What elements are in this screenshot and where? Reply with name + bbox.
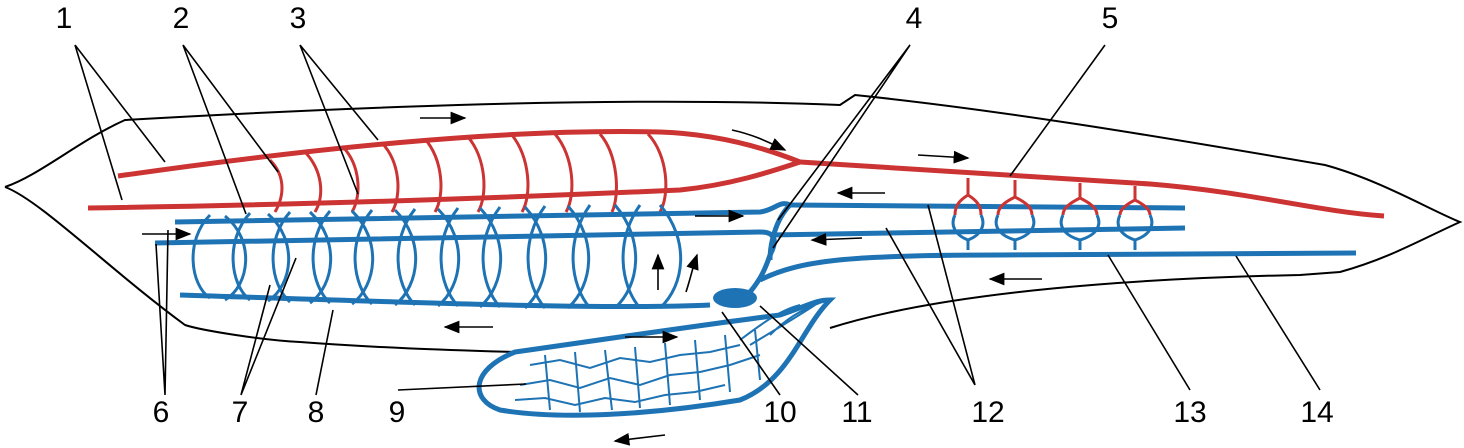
label-14: 14 xyxy=(1300,396,1334,429)
label-8: 8 xyxy=(307,396,325,429)
label-10: 10 xyxy=(763,396,797,429)
label-7: 7 xyxy=(231,396,249,429)
afferent-branchial-loops xyxy=(191,204,683,310)
label-4: 4 xyxy=(905,2,923,35)
label-9: 9 xyxy=(388,396,406,429)
label-13: 13 xyxy=(1173,396,1207,429)
leader-lines xyxy=(74,44,1321,396)
dorsal-aortae xyxy=(87,129,1385,219)
label-5: 5 xyxy=(1101,2,1119,35)
label-3: 3 xyxy=(289,2,307,35)
intestinal-capillary-network xyxy=(476,297,837,418)
body-outline xyxy=(4,93,1463,353)
label-6: 6 xyxy=(152,396,170,429)
sinus-venosus xyxy=(713,288,757,308)
label-12: 12 xyxy=(971,396,1005,429)
label-11: 11 xyxy=(841,396,873,429)
label-2: 2 xyxy=(172,2,190,35)
segmental-capillaries xyxy=(951,178,1154,250)
flow-arrows xyxy=(142,111,1042,446)
label-1: 1 xyxy=(55,2,73,35)
veins xyxy=(154,201,1357,310)
